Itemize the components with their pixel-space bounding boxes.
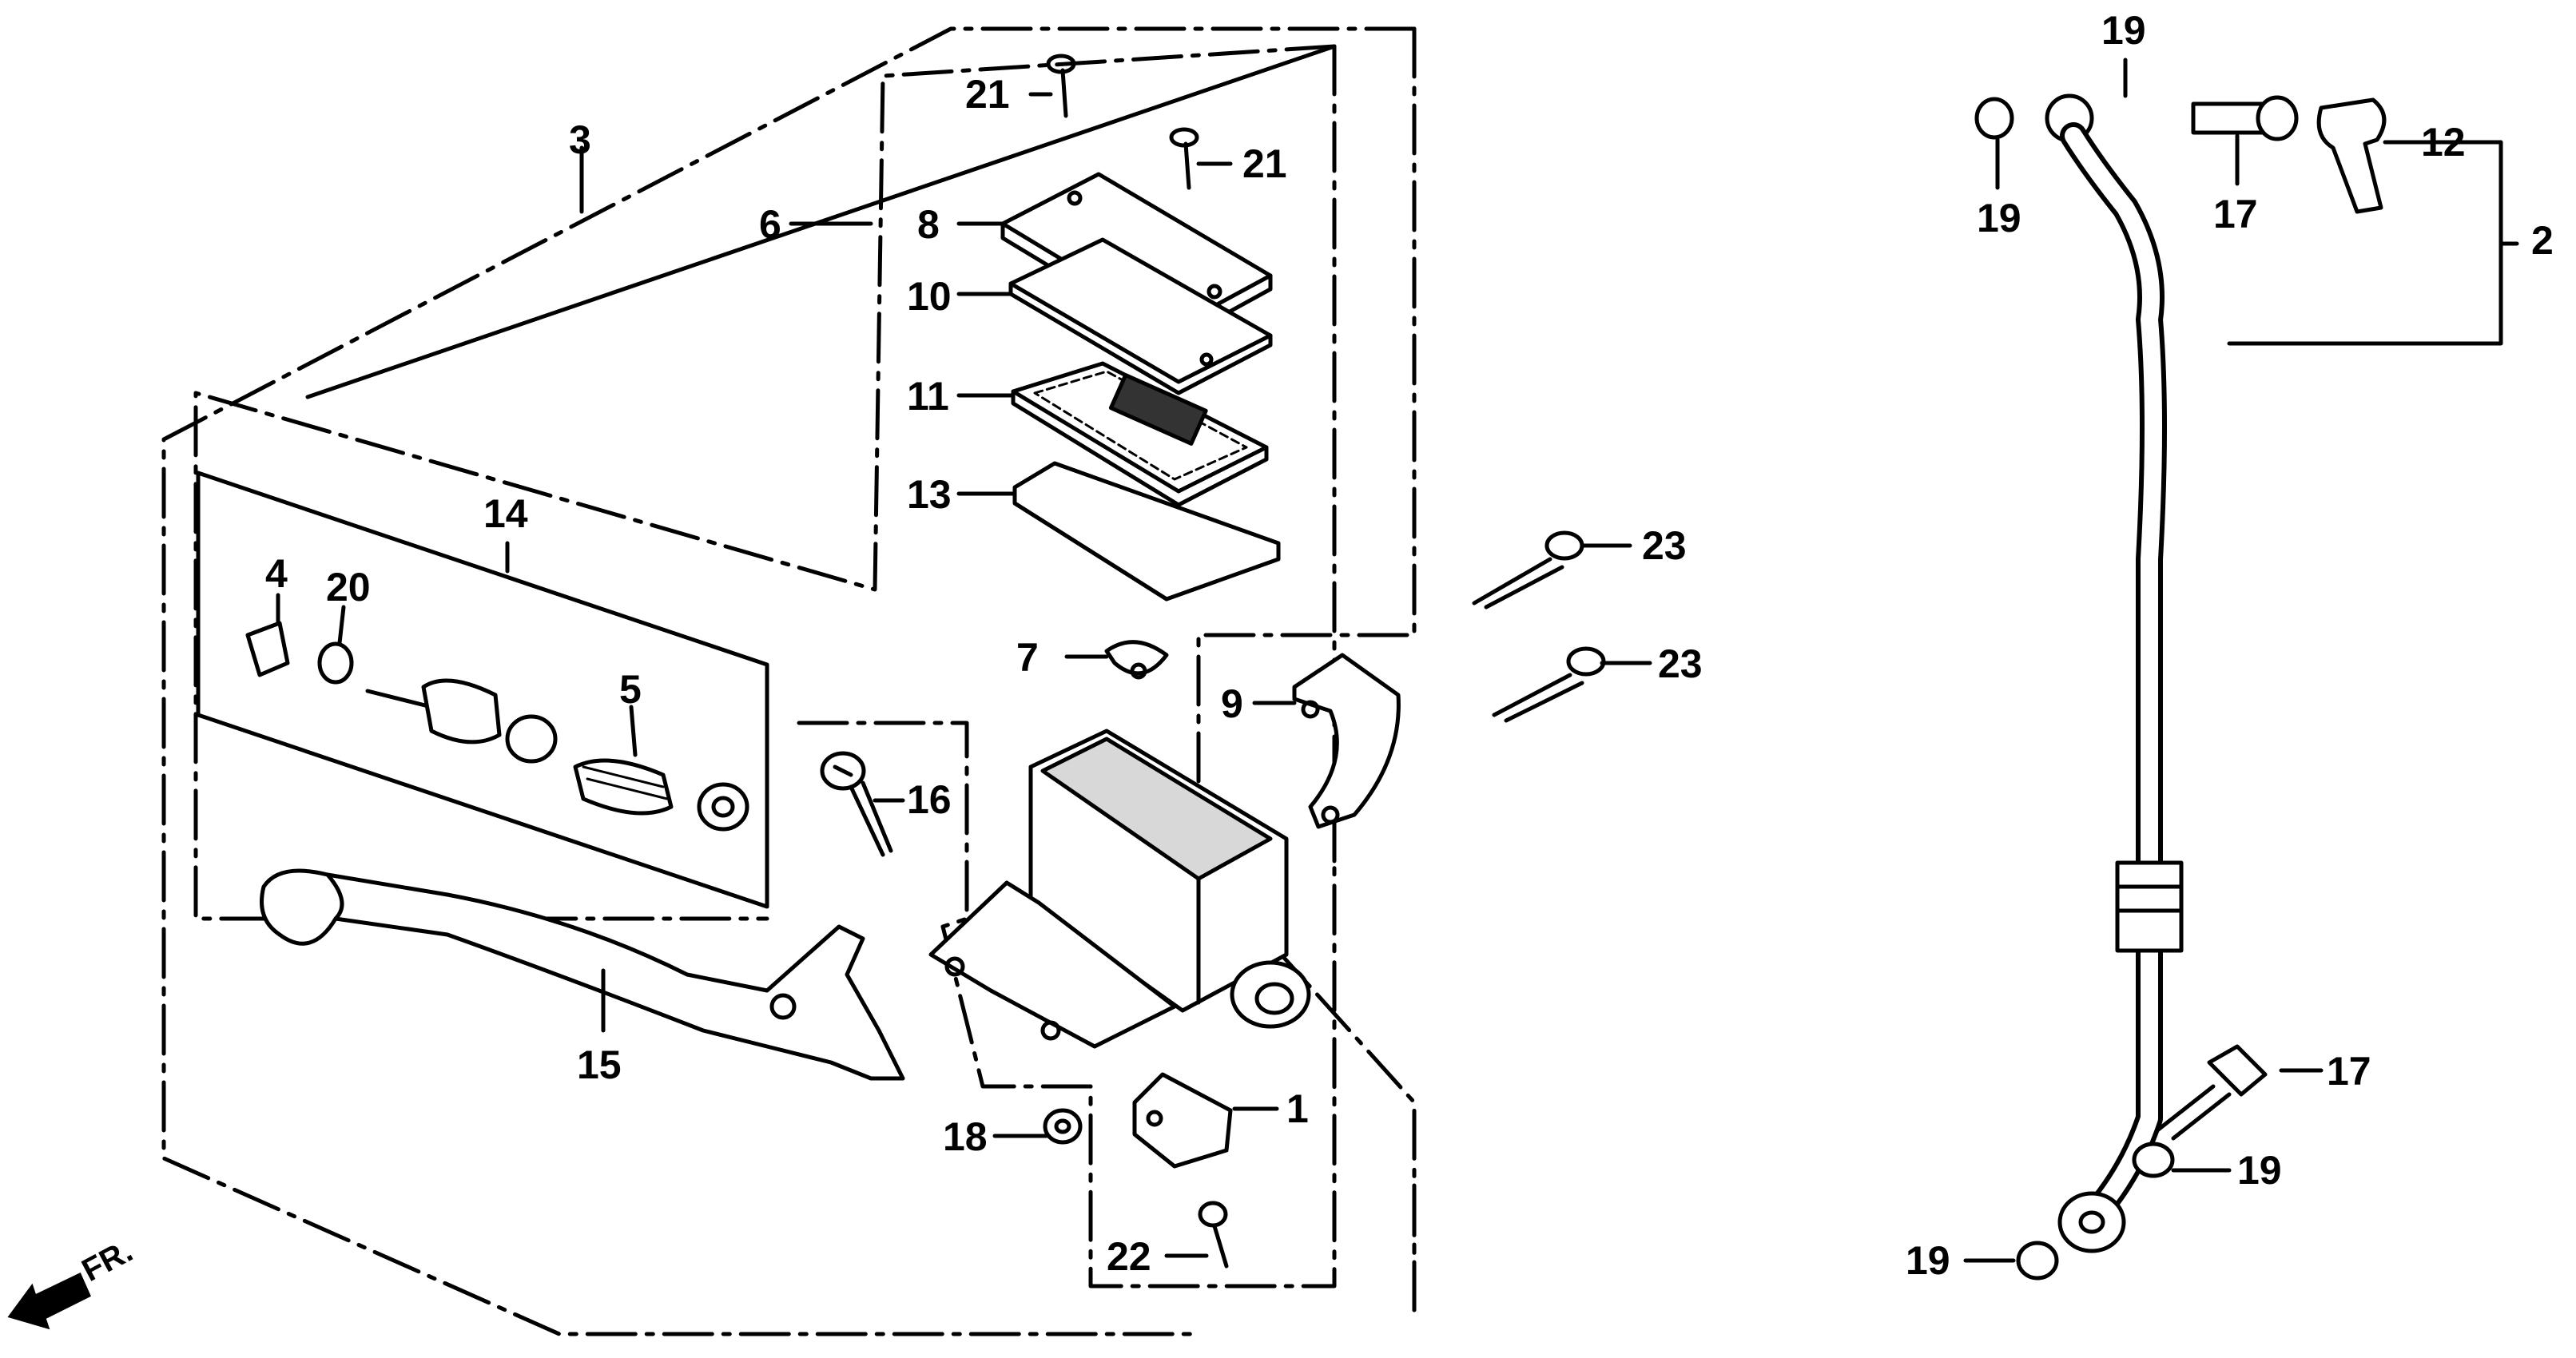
brake-lever-15	[260, 868, 905, 1081]
callout-7: 7	[1016, 635, 1039, 680]
float-plate-13	[1012, 461, 1281, 602]
bolt-23b	[1492, 646, 1606, 723]
pivot-bolt-16	[820, 751, 893, 857]
clip-7	[1104, 640, 1169, 680]
callout-13: 13	[907, 472, 952, 517]
callout-21a: 21	[965, 72, 1010, 117]
set-plate-10	[1008, 237, 1273, 395]
callout-14: 14	[483, 491, 528, 536]
callout-22: 22	[1107, 1234, 1151, 1279]
callout-9: 9	[1221, 681, 1243, 726]
callout-labels: 1 2 3 4 5 6 7 8 9 10 11 12 13 14 15 16 1…	[265, 8, 2554, 1283]
assembly-3-boundary	[161, 26, 1417, 1336]
callout-19b: 19	[1977, 196, 2021, 240]
callout-11: 11	[907, 374, 949, 419]
callout-17b: 17	[2327, 1049, 2371, 1094]
callout-19c: 19	[2237, 1148, 2282, 1193]
leader-lines	[276, 58, 2415, 1263]
diaphragm-11	[1011, 361, 1269, 507]
brake-hose-2	[1974, 93, 2184, 1281]
holder-9	[1292, 653, 1401, 829]
bolt-23a	[1472, 530, 1584, 610]
callout-18: 18	[943, 1114, 988, 1159]
screw-22	[1198, 1201, 1229, 1269]
piston-set-14	[245, 621, 749, 832]
callout-1: 1	[1286, 1086, 1309, 1131]
front-direction-indicator: FR.	[7, 1233, 139, 1330]
callout-15: 15	[577, 1042, 622, 1087]
bolt-17a	[2191, 95, 2299, 141]
master-cylinder-body	[928, 729, 1311, 1049]
callout-12: 12	[2421, 120, 2466, 165]
callout-17a: 17	[2213, 192, 2258, 236]
front-label: FR.	[77, 1233, 139, 1289]
callout-19a: 19	[2101, 8, 2146, 53]
callout-16: 16	[907, 777, 952, 822]
callout-19d: 19	[1906, 1238, 1950, 1283]
callout-23a: 23	[1642, 523, 1687, 568]
screw-21b	[1169, 127, 1199, 190]
callout-23b: 23	[1658, 641, 1703, 686]
screw-21a	[1046, 54, 1076, 118]
callout-4: 4	[265, 551, 288, 596]
callout-2: 2	[2531, 218, 2554, 263]
joint-12	[2316, 97, 2387, 214]
front-arrow-icon	[7, 1272, 91, 1330]
callout-20: 20	[326, 565, 371, 610]
boot-18	[1043, 1108, 1083, 1145]
bolt-17b	[2155, 1044, 2268, 1141]
callout-3: 3	[569, 117, 591, 162]
callout-21b: 21	[1242, 141, 1287, 186]
callout-6: 6	[759, 202, 781, 247]
brake-switch-1	[1132, 1072, 1233, 1169]
callout-8: 8	[917, 202, 940, 247]
callout-10: 10	[907, 274, 952, 319]
callout-5: 5	[619, 667, 642, 712]
reservoir-group-6-boundary	[193, 44, 1337, 921]
